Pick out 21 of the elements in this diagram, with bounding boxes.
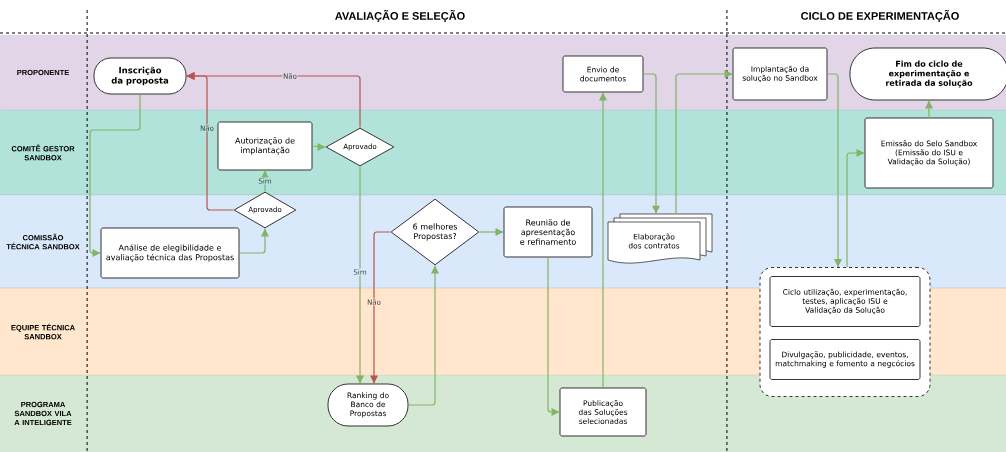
arrow	[675, 70, 734, 215]
arrow	[599, 91, 607, 389]
arrow	[846, 149, 866, 268]
process-box: Autorização de implantação	[217, 121, 313, 171]
terminal-box: Inscrição da proposta	[93, 57, 187, 95]
arrow	[370, 231, 392, 385]
arrow	[356, 165, 364, 385]
process-box: Análise de elegibilidade e avaliação técnica das Propostas	[100, 227, 240, 279]
arrow	[478, 228, 505, 236]
arrow	[89, 93, 141, 257]
arrow	[925, 99, 933, 119]
arrow	[547, 256, 561, 416]
arrow	[185, 72, 361, 129]
arrow	[238, 227, 269, 254]
arrow	[407, 264, 439, 406]
phase-title: AVALIAÇÃO E SELEÇÃO	[335, 9, 465, 23]
arrow	[642, 73, 660, 215]
process-box: Reunião de apresentação e refinamento	[503, 206, 593, 258]
terminal-box: Fim do ciclo de experimentação e retirada da solução	[849, 47, 1006, 101]
arrow	[311, 143, 327, 151]
phase-title: CICLO DE EXPERIMENTAÇÃO	[801, 9, 959, 23]
